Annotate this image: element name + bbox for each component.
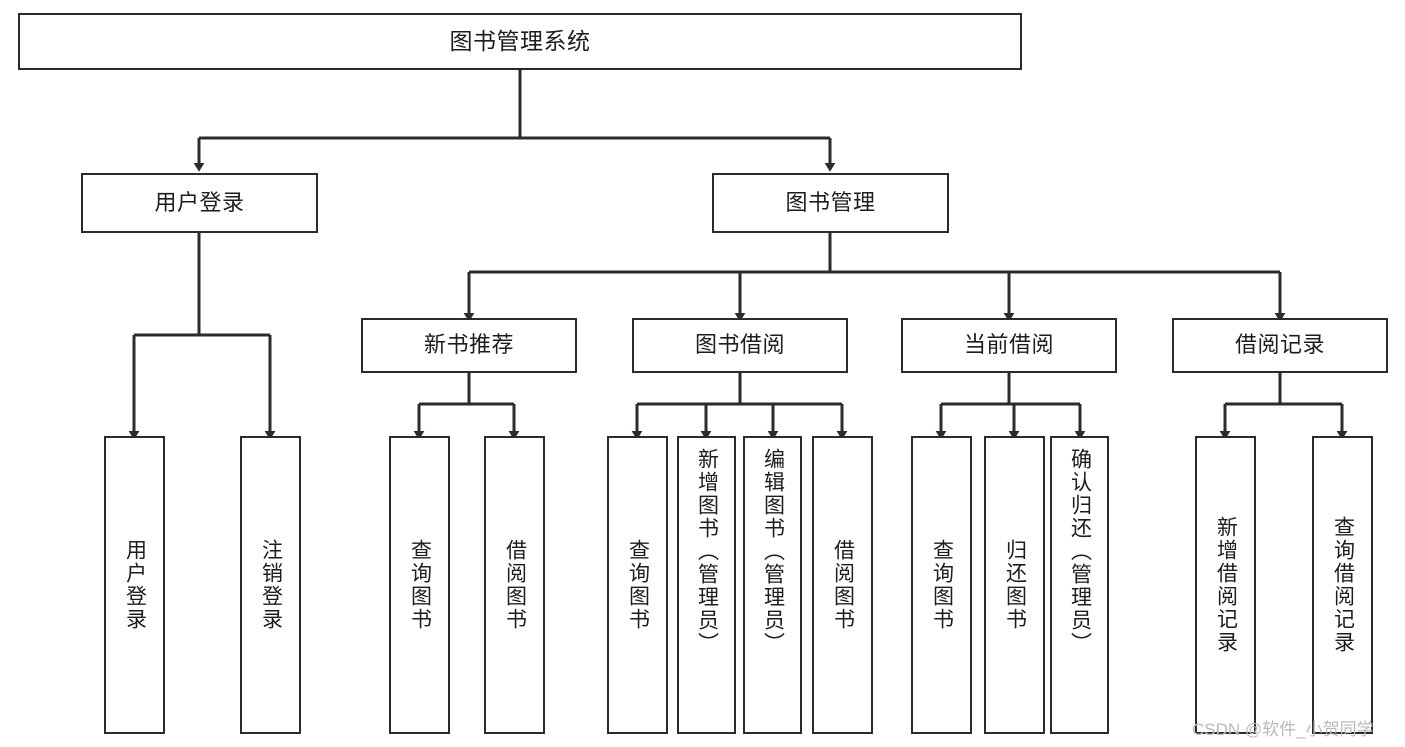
node-label: 查询图书: [930, 539, 954, 631]
leaf-query-borrow-record[interactable]: 查询借阅记录: [1312, 436, 1373, 734]
node-label: 用户登录: [123, 539, 147, 631]
node-label: 图书借阅: [694, 332, 785, 358]
node-label: 图书管理系统: [449, 27, 591, 54]
node-root-book-management-system[interactable]: 图书管理系统: [18, 13, 1022, 70]
leaf-borrow-book-2[interactable]: 借阅图书: [812, 436, 873, 734]
node-book-borrow[interactable]: 图书借阅: [632, 318, 848, 373]
node-label: 图书管理: [785, 189, 876, 215]
node-current-borrow[interactable]: 当前借阅: [901, 318, 1117, 373]
node-label: 注销登录: [259, 539, 283, 631]
leaf-return-book[interactable]: 归还图书: [984, 436, 1045, 734]
node-label: 借阅记录: [1234, 332, 1325, 358]
node-label: 借阅图书: [503, 539, 527, 631]
node-borrow-record[interactable]: 借阅记录: [1172, 318, 1388, 373]
node-new-book-recommendation[interactable]: 新书推荐: [361, 318, 577, 373]
node-user-login[interactable]: 用户登录: [81, 173, 318, 233]
leaf-query-book-3[interactable]: 查询图书: [911, 436, 972, 734]
node-label: 归还图书: [1003, 539, 1027, 631]
leaf-logout[interactable]: 注销登录: [240, 436, 301, 734]
node-label: 查询借阅记录: [1331, 516, 1355, 654]
node-label: 查询图书: [626, 539, 650, 631]
leaf-query-book-1[interactable]: 查询图书: [389, 436, 450, 734]
node-label: 查询图书: [408, 539, 432, 631]
node-label: 编辑图书（管理员）: [761, 448, 785, 655]
node-label: 新增图书（管理员）: [695, 448, 719, 655]
leaf-user-login[interactable]: 用户登录: [104, 436, 165, 734]
node-label: 新增借阅记录: [1214, 516, 1238, 654]
csdn-watermark: CSDN @软件_小贺同学: [1192, 720, 1374, 739]
node-label: 新书推荐: [423, 332, 514, 358]
node-label: 当前借阅: [963, 332, 1054, 358]
leaf-borrow-book-1[interactable]: 借阅图书: [484, 436, 545, 734]
leaf-add-borrow-record[interactable]: 新增借阅记录: [1195, 436, 1256, 734]
node-label: 用户登录: [154, 189, 245, 215]
node-book-management[interactable]: 图书管理: [712, 173, 949, 233]
leaf-confirm-return-admin[interactable]: 确认归还（管理员）: [1050, 436, 1109, 734]
leaf-edit-book-admin[interactable]: 编辑图书（管理员）: [743, 436, 802, 734]
node-label: 确认归还（管理员）: [1068, 448, 1092, 655]
leaf-query-book-2[interactable]: 查询图书: [607, 436, 668, 734]
leaf-add-book-admin[interactable]: 新增图书（管理员）: [677, 436, 736, 734]
node-label: 借阅图书: [831, 539, 855, 631]
